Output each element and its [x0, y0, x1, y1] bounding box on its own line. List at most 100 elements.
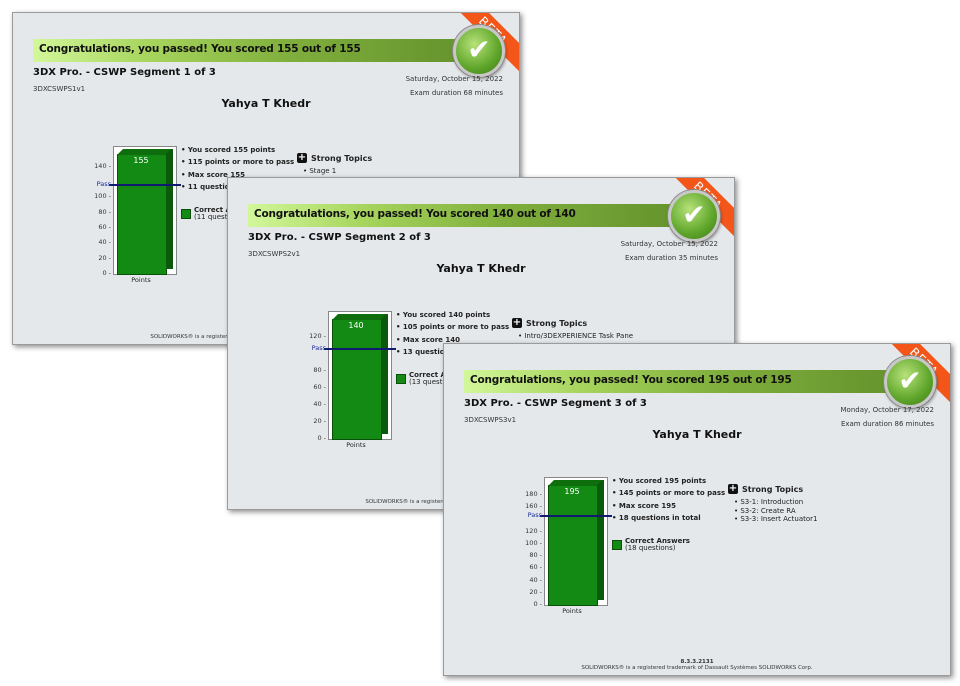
strong-topics-header[interactable]: + Strong Topics — [512, 318, 633, 328]
legend-title: Correct Answers — [625, 537, 690, 545]
legend-swatch — [396, 374, 406, 384]
bullet: • — [734, 506, 741, 515]
score-chart: 0 -20 -40 -60 -80 -100 -120 -160 -180 -1… — [504, 469, 614, 624]
strong-topics: +Strong Topics• S3-1: Introduction• S3-2… — [728, 484, 817, 524]
expand-plus-icon[interactable]: + — [297, 152, 307, 163]
expand-plus-icon[interactable]: + — [512, 317, 522, 328]
summary-item: • You scored 155 points — [181, 144, 294, 156]
bullet: • — [181, 158, 188, 167]
score-summary: • You scored 195 points• 145 points or m… — [612, 475, 725, 524]
topic-text: S3-3: Insert Actuator1 — [740, 515, 818, 523]
legend-subtitle: (13 questions) — [409, 378, 460, 386]
topic-text: S3-1: Introduction — [740, 498, 804, 506]
y-tick-label: 60 - — [529, 563, 542, 572]
expand-plus-icon[interactable]: + — [728, 483, 738, 494]
exam-code: 3DXCSWPS1v1 — [33, 85, 86, 93]
y-tick-label: 100 - — [94, 192, 111, 201]
y-tick-label: 0 - — [317, 434, 326, 442]
checkmark-icon: ✔ — [467, 33, 491, 66]
bullet: • — [181, 182, 188, 191]
summary-text: 145 points or more to pass — [618, 489, 726, 498]
version-number: 8.3.3.2131 — [680, 659, 714, 665]
summary-text: 18 questions in total — [618, 513, 701, 522]
summary-item: • 105 points or more to pass — [396, 321, 509, 333]
y-tick-label: 180 - — [525, 490, 542, 499]
bullet: • — [734, 498, 741, 506]
strong-topics-title: Strong Topics — [526, 318, 588, 328]
bar-value-label: 140 — [348, 321, 364, 330]
topic-item: • Intro/3DEXPERIENCE Task Pane — [518, 332, 633, 341]
strong-topics-header[interactable]: +Strong Topics — [728, 484, 817, 494]
summary-item: • You scored 195 points — [612, 475, 725, 487]
legend-title: Correct Answers — [194, 206, 259, 214]
topic-item: • S3-3: Insert Actuator1 — [734, 515, 817, 524]
score-bar-side — [597, 480, 604, 600]
bullet: • — [396, 311, 403, 319]
bullet: • — [612, 501, 619, 510]
y-tick-label: 40 - — [98, 238, 111, 247]
pass-label: Pass — [96, 179, 111, 188]
y-tick-label: 140 - — [94, 161, 111, 170]
result-banner: Congratulations, you passed! You scored … — [464, 370, 934, 393]
score-bar — [117, 154, 167, 275]
legend-title: Correct Answers — [409, 371, 474, 379]
bar-value-label: 155 — [133, 156, 149, 165]
exam-title: 3DX Pro. - CSWP Segment 2 of 3 — [248, 232, 431, 243]
topic-text: S3-2: Create RA — [740, 506, 796, 515]
y-tick-label: 20 - — [98, 253, 111, 262]
bullet: • — [396, 323, 403, 332]
checkmark-icon: ✔ — [898, 364, 922, 397]
strong-topics-title: Strong Topics — [311, 153, 373, 163]
bullet: • — [518, 332, 525, 340]
y-tick-label: 160 - — [525, 502, 542, 511]
summary-text: Max score 140 — [402, 335, 460, 344]
exam-title: 3DX Pro. - CSWP Segment 3 of 3 — [464, 398, 647, 409]
summary-item: • You scored 140 points — [396, 309, 509, 321]
y-tick-label: 40 - — [313, 400, 326, 408]
topics-list: • Intro/3DEXPERIENCE Task Pane — [518, 332, 633, 341]
summary-text: You scored 155 points — [187, 146, 276, 154]
y-tick-label: 80 - — [98, 207, 111, 216]
exam-date: Monday, October 17, 2022 — [840, 406, 935, 414]
y-tick-label: 0 - — [102, 269, 111, 277]
summary-text: 105 points or more to pass — [402, 323, 510, 332]
summary-item: • Max score 195 — [612, 500, 725, 512]
bullet: • — [612, 489, 619, 498]
trademark-notice: SOLIDWORKS® is a registered trademark of… — [581, 665, 813, 671]
legend-swatch — [181, 209, 191, 219]
result-banner-text: Congratulations, you passed! You scored … — [39, 43, 361, 55]
strong-topics-header[interactable]: + Strong Topics — [297, 153, 372, 163]
summary-text: 115 points or more to pass — [187, 158, 295, 167]
topic-item: • S3-2: Create RA — [734, 507, 817, 516]
y-tick-label: 0 - — [533, 600, 542, 608]
y-tick-label: 60 - — [313, 383, 326, 391]
y-tick-label: 120 - — [309, 332, 326, 340]
score-bar — [332, 319, 382, 440]
y-tick-label: 80 - — [529, 551, 542, 560]
summary-item: • Max score 155 — [181, 169, 294, 181]
bullet: • — [734, 515, 741, 523]
bullet: • — [181, 146, 188, 154]
x-axis-label: Points — [346, 441, 366, 449]
candidate-name: Yahya T Khedr — [221, 97, 311, 110]
exam-date: Saturday, October 15, 2022 — [405, 75, 503, 83]
checkmark-icon: ✔ — [682, 198, 706, 231]
pass-threshold-line — [540, 514, 612, 517]
summary-item: • Max score 140 — [396, 334, 509, 346]
topic-text: Stage 1 — [309, 167, 337, 175]
y-tick-label: 20 - — [313, 417, 326, 425]
summary-item: • 18 questions in total — [612, 512, 725, 524]
topics-list: • S3-1: Introduction• S3-2: Create RA• S… — [734, 498, 817, 524]
exam-duration: Exam duration 35 minutes — [624, 254, 718, 262]
topic-text: Intro/3DEXPERIENCE Task Pane — [524, 332, 634, 340]
check-badge-icon: ✔ — [884, 356, 936, 408]
exam-code: 3DXCSWPS3v1 — [464, 416, 517, 424]
topics-list: • Stage 1 — [303, 167, 372, 176]
topic-item: • Stage 1 — [303, 167, 372, 176]
legend-swatch — [612, 540, 622, 550]
x-axis-label: Points — [131, 276, 151, 284]
bullet: • — [612, 477, 619, 485]
score-bar-top — [548, 480, 602, 486]
